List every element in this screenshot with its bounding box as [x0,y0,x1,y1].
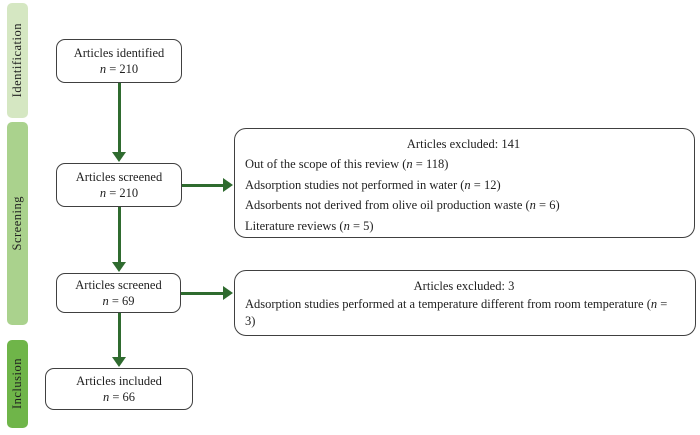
arrow-head-right-icon [223,178,233,192]
exclusion-box-eligibility: Articles excluded: 3 Adsorption studies … [234,270,696,336]
stage-tab-screening: Screening [7,122,28,325]
flow-box-count: n = 69 [102,294,135,308]
exclusion-box-screening: Articles excluded: 141 Out of the scope … [234,128,695,238]
flow-box-label: Articles screened [75,170,163,184]
stage-tab-inclusion: Inclusion [7,340,28,428]
flow-box-articles-screened-1: Articles screened n = 210 [56,163,182,207]
arrow-head-down-icon [112,262,126,272]
exclusion-item: Adsorbents not derived from olive oil pr… [245,198,560,212]
arrow-down-screened-to-screened [112,207,126,272]
flow-box-label: Articles screened [75,278,162,292]
flow-box-count: n = 66 [102,390,136,404]
flow-box-label: Articles included [76,374,162,388]
flow-box-label: Articles identified [73,46,165,60]
exclusion-item: Literature reviews (n = 5) [245,218,374,233]
flow-box-articles-included: Articles included n = 66 [45,368,193,410]
stage-label-screening: Screening [10,196,24,251]
flow-box-count: n = 210 [99,62,139,76]
arrow-down-identified-to-screened [112,83,126,162]
arrow-right-to-excluded-141 [182,178,233,192]
stage-tab-identification: Identification [7,3,28,118]
stage-label-identification: Identification [10,23,24,98]
flow-box-articles-identified: Articles identified n = 210 [56,39,182,83]
arrow-head-down-icon [112,357,126,367]
exclusion-item: Adsorption studies performed at a temper… [245,297,668,328]
arrow-down-screened-to-included [112,313,126,367]
arrow-shaft [117,313,121,357]
exclusion-title: Articles excluded: 3 [413,279,515,293]
exclusion-title: Articles excluded: 141 [406,137,521,151]
arrow-shaft [117,207,121,262]
arrow-shaft [117,83,121,152]
arrow-shaft [181,291,223,295]
flow-box-count: n = 210 [99,186,139,200]
flow-box-articles-screened-2: Articles screened n = 69 [56,273,181,313]
stage-label-inclusion: Inclusion [10,358,24,410]
arrow-head-right-icon [223,286,233,300]
exclusion-item: Out of the scope of this review (n = 118… [245,157,449,171]
exclusion-item: Adsorption studies not performed in wate… [245,177,501,192]
arrow-head-down-icon [112,152,126,162]
arrow-shaft [182,183,223,187]
arrow-right-to-excluded-3 [181,286,233,300]
